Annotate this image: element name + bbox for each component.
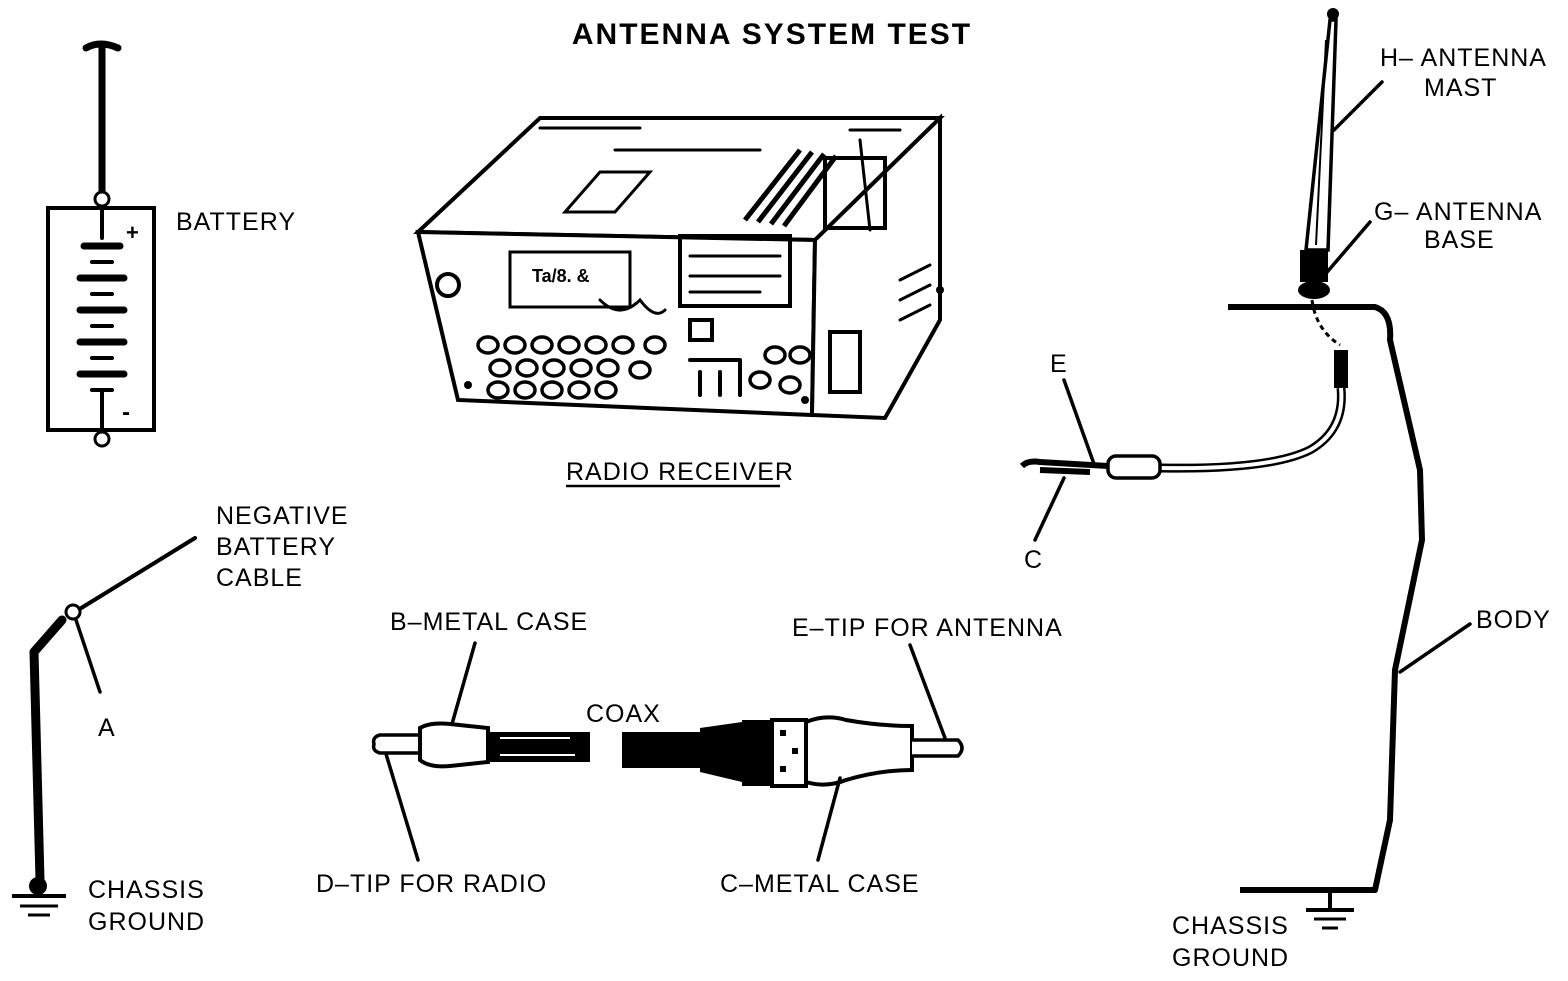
g-antenna-base-label-line1: G– ANTENNA (1374, 198, 1542, 226)
ground-strap (29, 615, 67, 885)
receiver-vent-holes (476, 335, 812, 400)
battery-negative-terminal (93, 430, 111, 448)
battery-illustration: + - (46, 40, 156, 448)
negative-battery-cable-label-line2: BATTERY (216, 533, 336, 561)
g-antenna-base-label-line2: BASE (1424, 226, 1495, 254)
coax-label: COAX (586, 700, 661, 728)
chassis-ground-right-label-line1: CHASSIS (1172, 912, 1289, 940)
body-label: BODY (1476, 606, 1551, 634)
chassis-ground-left-label-line2: GROUND (88, 908, 205, 936)
e-short-label: E (1050, 350, 1068, 378)
radio-receiver-label: RADIO RECEIVER (566, 458, 794, 486)
negative-battery-cable-illustration (12, 536, 197, 917)
d-tip-for-radio (371, 733, 422, 755)
antenna-assembly-illustration (1019, 8, 1472, 930)
receiver-panel-marking: Ta/8. & (532, 266, 590, 286)
radio-receiver-illustration: Ta/8. & (413, 113, 945, 421)
d-tip-for-radio-label: D–TIP FOR RADIO (316, 870, 547, 898)
c-metal-case (804, 715, 914, 787)
negative-battery-cable (76, 536, 197, 612)
chassis-ground-right-label-line2: GROUND (1172, 944, 1289, 972)
negative-battery-cable-label-line1: NEGATIVE (216, 502, 349, 530)
e-tip-for-antenna (912, 738, 964, 758)
h-antenna-mast-label-line2: MAST (1424, 74, 1497, 102)
negative-battery-cable-label-line3: CABLE (216, 564, 303, 592)
battery-label: BATTERY (176, 208, 296, 236)
connection-point-a (64, 603, 82, 621)
coax-cable-left-end (488, 732, 590, 762)
vehicle-body-panel (1228, 304, 1425, 893)
h-antenna-mast-label-line1: H– ANTENNA (1380, 44, 1547, 72)
c-short-label: C (1024, 546, 1043, 574)
c-metal-case-label: C–METAL CASE (720, 870, 920, 898)
b-metal-case (418, 721, 490, 769)
battery-positive-terminal (93, 190, 111, 208)
battery-cable-top (82, 40, 122, 52)
battery-plus-sign: + (126, 220, 139, 245)
e-tip-for-antenna-label: E–TIP FOR ANTENNA (792, 614, 1063, 642)
b-metal-case-label: B–METAL CASE (390, 608, 588, 636)
point-a-label: A (98, 714, 116, 742)
battery-minus-sign: - (122, 399, 130, 426)
coax-cable-illustration (371, 641, 964, 862)
chassis-ground-left-label-line1: CHASSIS (88, 876, 205, 904)
diagram-title: ANTENNA SYSTEM TEST (572, 18, 972, 51)
